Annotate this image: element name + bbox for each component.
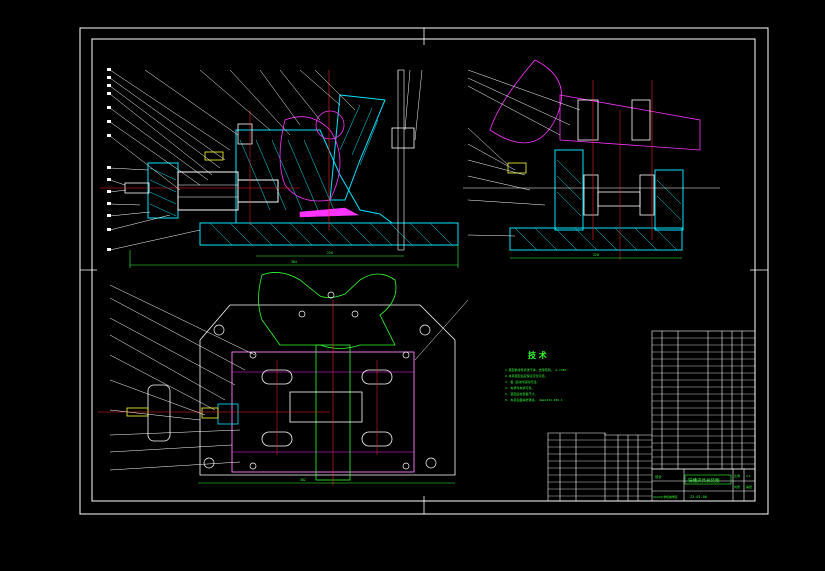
tech-line-6: 6. 夹具表面涂防锈漆。 A&A1234-456-1	[505, 397, 563, 402]
front-view	[100, 68, 459, 268]
dim-plan-overall: 382	[300, 478, 306, 482]
side-view	[463, 59, 720, 260]
tech-line-1: 1.装配前零件清洗干净，去除毛刺。 A-7340	[505, 367, 566, 372]
title-block-sheet-label: 共张	[734, 484, 740, 489]
dim-front-overall: 384	[291, 260, 297, 264]
centering-marks	[80, 28, 768, 514]
dim-side-overall: 220	[593, 253, 599, 257]
dimension-labels: 384 226 220 382	[291, 251, 599, 482]
parts-list-rows	[652, 337, 755, 465]
parts-list-left-rows	[548, 439, 652, 497]
parts-list	[651, 330, 756, 470]
title-block	[651, 468, 756, 502]
title-block-name-cell	[684, 474, 732, 485]
dim-front-inner: 226	[327, 251, 333, 255]
sheet-outer-border	[79, 27, 769, 515]
title-block-drawing-number: ZJ-01-00	[690, 495, 707, 499]
tech-requirements-title: 技 术	[528, 350, 547, 360]
tech-line-5: 5. 装配后检查各尺寸。	[505, 391, 537, 396]
parts-list-left	[547, 432, 652, 502]
title-block-school: XXXX大学机械学院	[653, 495, 678, 499]
title-block-designer-label: 设计	[655, 474, 663, 479]
front-view-balloons	[107, 68, 111, 251]
title-block-scale-value: 1:1	[746, 474, 751, 478]
title-block-sheet-value: 第张	[746, 484, 752, 489]
plan-view	[98, 272, 469, 485]
tech-requirements: 技 术 1.装配前零件清洗干净，去除毛刺。 A-7340 2.夹具装配后应保证定…	[505, 350, 566, 402]
tech-line-4: 4. 夹紧件夹紧可靠。	[505, 385, 534, 390]
title-block-scale-label: 比例	[734, 473, 740, 478]
tech-line-3: 3. 各 运动件运动灵活。	[505, 379, 539, 384]
title-block-part-name: 铣槽夹具总装图	[688, 477, 720, 484]
tech-line-2: 2.夹具装配后应保证定位可靠。	[505, 373, 548, 378]
